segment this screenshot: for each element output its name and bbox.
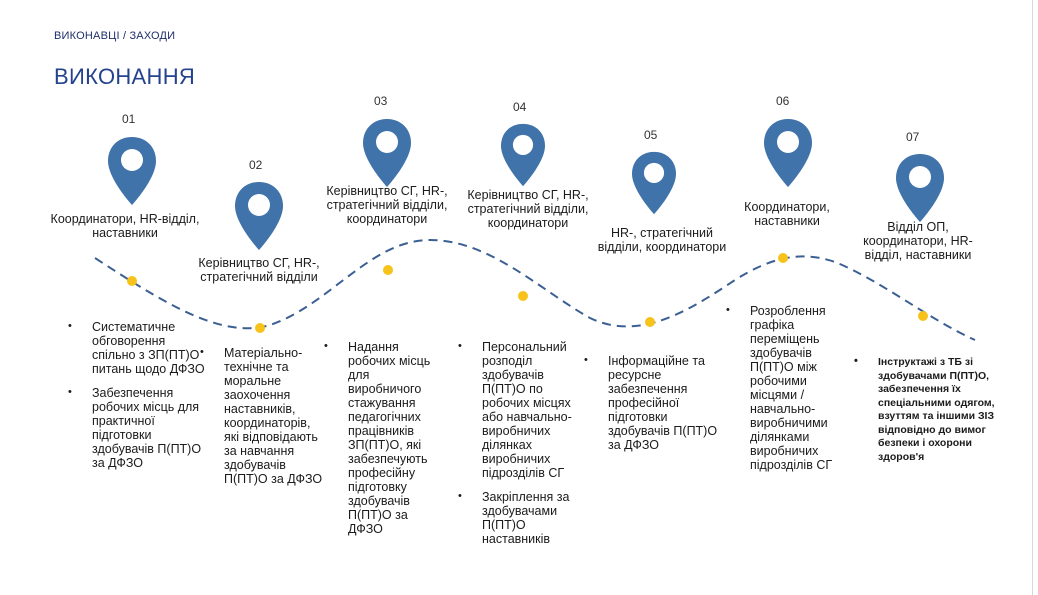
stage-number-01: 01 [122,112,136,126]
action-item: Матеріально-технічне та моральне заохоче… [198,345,328,486]
stage-actions-07: Інструктажі з ТБ зі здобувачами П(ПТ)О, … [852,355,1002,474]
stage-number-03: 03 [374,94,388,108]
stage-number-06: 06 [776,94,790,108]
location-pin-icon [896,154,944,222]
timeline-dot-07 [918,311,928,321]
stage-number-07: 07 [906,130,920,144]
stage-actor-05: HR-, стратегічний відділи, координатори [597,226,727,254]
location-pin-icon [363,119,411,187]
stage-actions-05: Інформаційне та ресурсне забезпечення пр… [582,353,724,462]
timeline-dot-04 [518,291,528,301]
breadcrumb: ВИКОНАВЦІ / ЗАХОДИ [54,30,176,42]
page-title: ВИКОНАННЯ [54,64,196,89]
timeline-dot-03 [383,265,393,275]
stage-actions-02: Матеріально-технічне та моральне заохоче… [198,345,328,496]
stage-actor-06: Координатори, наставники [744,200,830,228]
location-pin-icon [108,137,156,205]
location-pin-icon [235,182,283,250]
location-pin-icon [501,123,545,187]
action-item: Інструктажі з ТБ зі здобувачами П(ПТ)О, … [852,355,1002,464]
slide-edge-divider [1032,0,1033,595]
stage-actor-02: Керівництво СГ, HR-, стратегічний відділ… [198,256,320,284]
stage-number-02: 02 [249,158,263,172]
stage-number-04: 04 [513,100,527,114]
action-item: Інформаційне та ресурсне забезпечення пр… [582,353,724,452]
stage-actions-04: Персональний розподіл здобувачів П(ПТ)О … [456,339,586,556]
stage-actions-06: Розроблення графіка переміщень здобувачі… [724,303,848,482]
location-pin-icon [764,119,812,187]
timeline-dashed-line [94,238,976,341]
timeline-dot-05 [645,317,655,327]
action-item: Надання робочих місць для виробничого ст… [322,339,446,536]
stage-actor-01: Координатори, HR-відділ, наставники [50,212,200,240]
stage-actions-03: Надання робочих місць для виробничого ст… [322,339,446,546]
action-item: Систематичне обговорення спільно з ЗП(ПТ… [66,319,206,376]
action-item: Персональний розподіл здобувачів П(ПТ)О … [456,339,586,480]
action-item: Забезпечення робочих місць для практично… [66,385,206,470]
action-item: Розроблення графіка переміщень здобувачі… [724,303,848,472]
stage-actions-01: Систематичне обговорення спільно з ЗП(ПТ… [66,319,206,480]
stage-actor-04: Керівництво СГ, HR-, стратегічний відділ… [467,188,589,230]
location-pin-icon [632,151,676,215]
timeline-dot-02 [255,323,265,333]
stage-actor-07: Відділ ОП, координатори, HR-відділ, наст… [863,220,973,262]
stage-number-05: 05 [644,128,658,142]
stage-actor-03: Керівництво СГ, HR-, стратегічний відділ… [326,184,448,226]
action-item: Закріплення за здобувачами П(ПТ)О настав… [456,489,586,546]
timeline-dot-01 [127,276,137,286]
timeline-dot-06 [778,253,788,263]
